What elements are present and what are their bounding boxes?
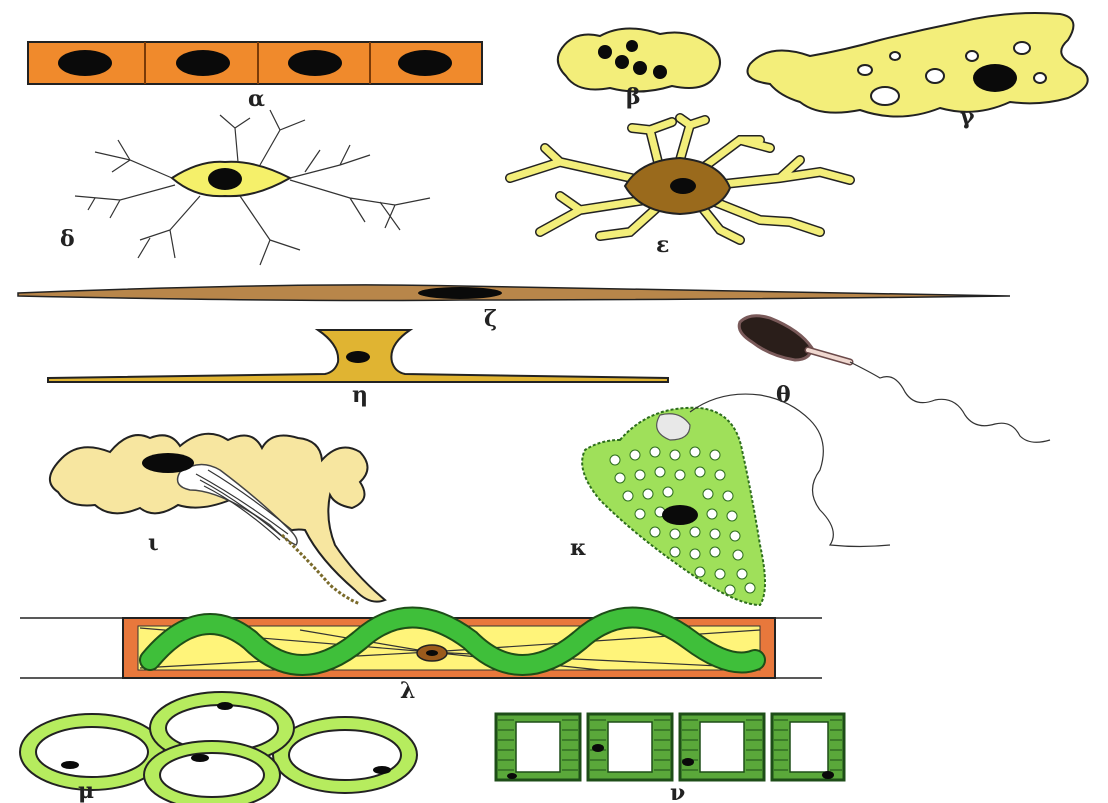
euglena-cell	[582, 394, 890, 605]
leukocyte-cell	[558, 28, 720, 91]
label-gamma: γ	[960, 104, 975, 130]
epithelial-cells	[28, 42, 482, 84]
smooth-muscle-fibre	[18, 285, 1010, 301]
label-iota: ι	[148, 530, 159, 556]
label-alpha: α	[248, 86, 265, 112]
funnel-cell	[48, 330, 668, 382]
astrocyte-neuron	[510, 118, 850, 240]
spirogyra-cell	[20, 618, 822, 679]
label-zeta: ζ	[484, 306, 497, 332]
label-eta: η	[352, 382, 368, 408]
label-nu: ν	[670, 780, 685, 803]
label-beta: β	[626, 84, 641, 110]
label-delta: δ	[60, 226, 75, 252]
label-epsilon: ε	[656, 232, 669, 258]
multipolar-neuron	[75, 110, 430, 265]
rectangular-cells	[496, 714, 844, 780]
amoeboid-cell	[748, 13, 1088, 117]
flagellated-cell	[50, 434, 385, 604]
label-kappa: κ	[570, 535, 587, 561]
label-mu: μ	[78, 778, 94, 803]
label-lambda: λ	[400, 678, 415, 704]
sperm-cell	[739, 316, 1050, 443]
